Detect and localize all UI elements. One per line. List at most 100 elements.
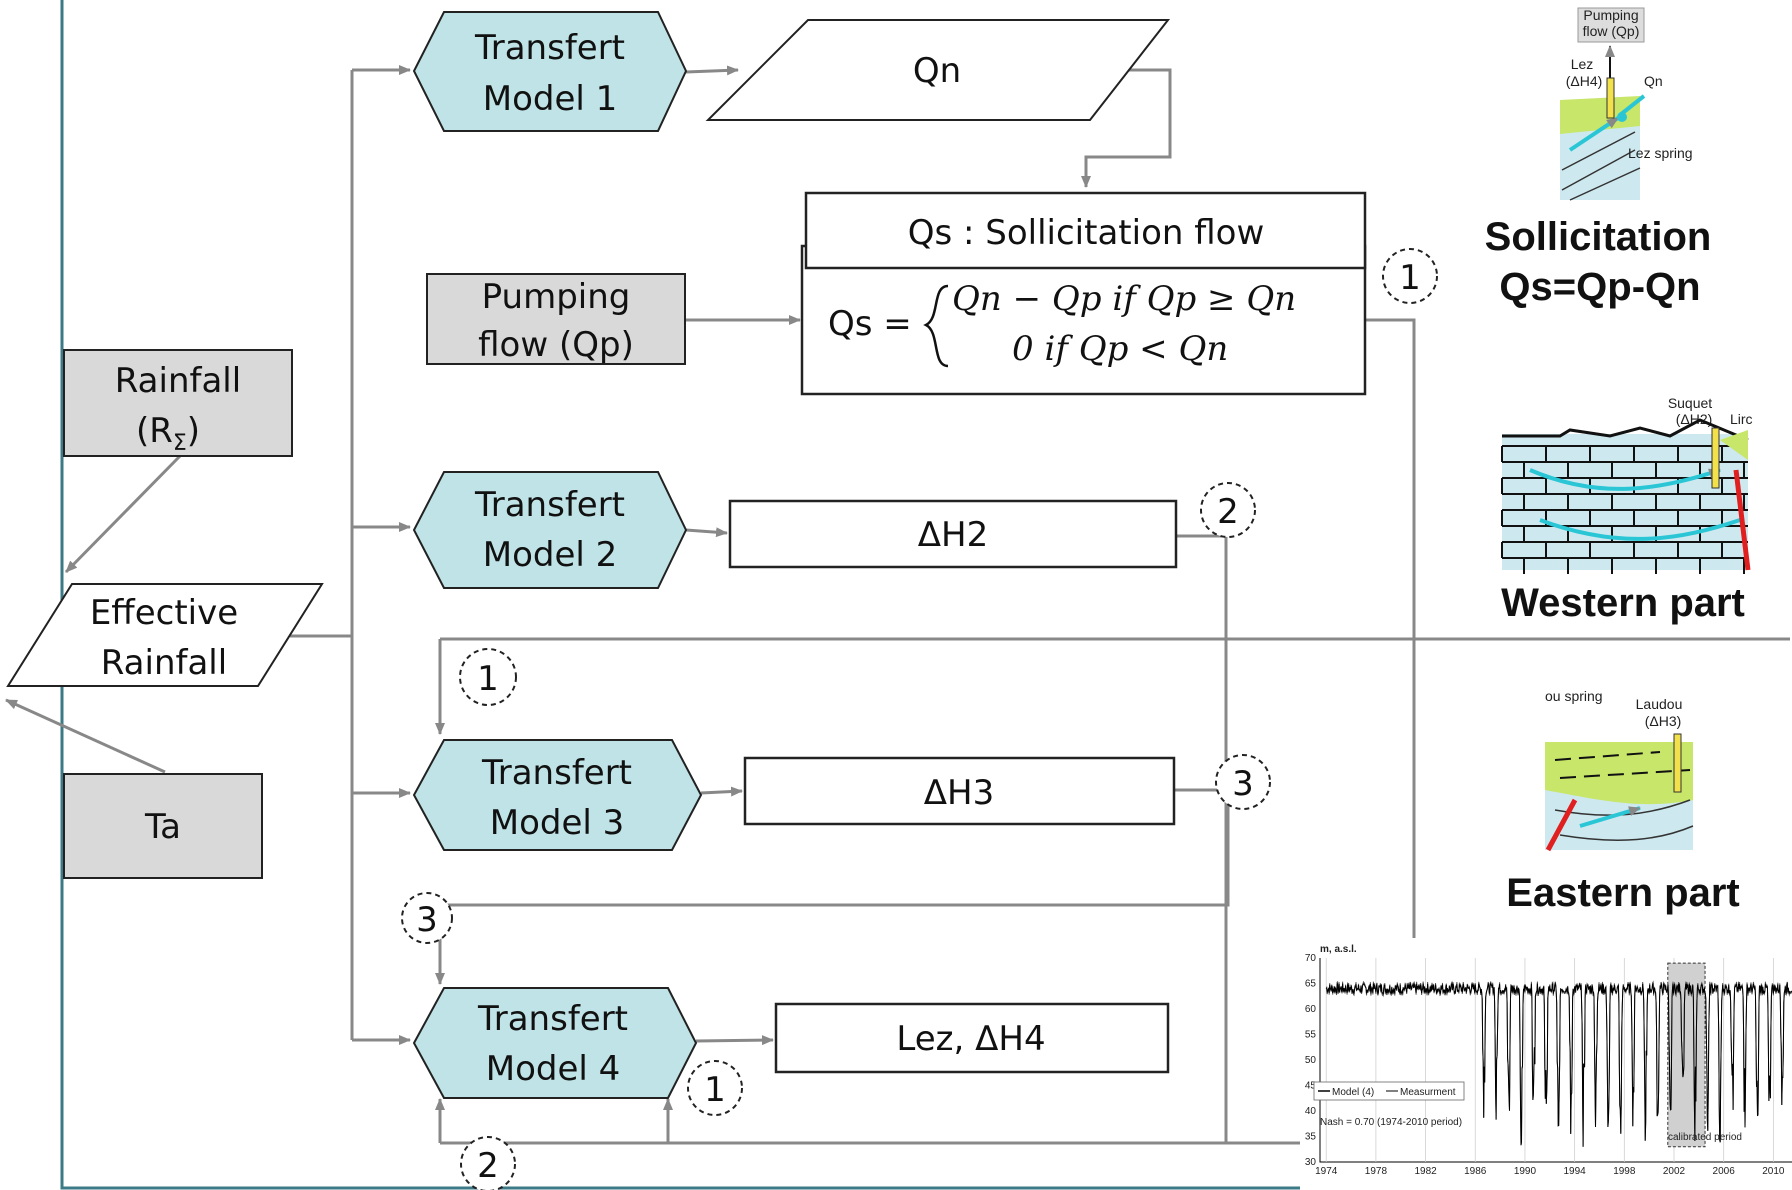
marker-circle: 2 — [1200, 482, 1256, 538]
western-lirou-label: Lirc — [1730, 411, 1753, 427]
sollicitation-dh4-label: (ΔH4) — [1566, 73, 1603, 89]
marker-circle: 1 — [459, 648, 517, 706]
transfert-model-1: Transfert Model 1 — [412, 11, 688, 132]
transfert-model-3-label-2: Model 3 — [490, 803, 625, 843]
outer-frame — [60, 0, 1300, 1190]
svg-text:1: 1 — [477, 659, 499, 699]
marker-circle: 1 — [1382, 248, 1438, 304]
sollicitation-title: Sollicitation — [1485, 215, 1712, 259]
x-tick-label: 2006 — [1713, 1166, 1736, 1177]
connectors — [5, 65, 1790, 1145]
eastern-panel: ou spring Laudou (ΔH3) Eastern part — [1506, 688, 1739, 915]
y-tick-label: 65 — [1305, 979, 1317, 990]
x-tick-label: 1974 — [1315, 1166, 1338, 1177]
x-tick-label: 1994 — [1564, 1166, 1587, 1177]
rainfall-node: Rainfall (RΣ) — [63, 349, 293, 457]
eastern-dh3-label: (ΔH3) — [1645, 713, 1682, 729]
effective-rainfall-node: Effective Rainfall — [6, 583, 324, 687]
transfert-model-2-label-1: Transfert — [474, 485, 625, 525]
transfert-model-4-label-1: Transfert — [477, 999, 628, 1039]
x-tick-label: 2010 — [1762, 1166, 1785, 1177]
transfert-model-1-label-2: Model 1 — [483, 79, 618, 119]
sollicitation-qn-label: Qn — [1644, 73, 1663, 89]
pumping-flow-label-2: flow (Qp) — [478, 325, 634, 365]
x-tick-label: 2002 — [1663, 1166, 1686, 1177]
effective-rainfall-label-1: Effective — [90, 593, 238, 633]
sollicitation-lez-label: Lez — [1571, 56, 1594, 72]
y-tick-label: 55 — [1305, 1030, 1317, 1041]
transfert-model-4: Transfert Model 4 — [412, 987, 698, 1099]
rainfall-label-2: (R — [136, 411, 173, 451]
transfert-model-2-label-2: Model 2 — [483, 535, 618, 575]
transfert-model-3-label-1: Transfert — [481, 753, 632, 793]
svg-text:(RΣ): (RΣ) — [136, 411, 200, 456]
chart-ylabel: m, a.s.l. — [1320, 944, 1357, 955]
x-tick-label: 1986 — [1464, 1166, 1487, 1177]
y-tick-label: 50 — [1305, 1055, 1317, 1066]
pumping-flow-node: Pumping flow (Qp) — [426, 273, 686, 365]
y-tick-label: 40 — [1305, 1106, 1317, 1117]
svg-text:3: 3 — [1232, 764, 1254, 804]
qs-formula-case2: 0 if Qp < Qn — [1012, 329, 1228, 369]
western-suquet-label: Suquet — [1668, 395, 1712, 411]
svg-text:3: 3 — [416, 900, 438, 940]
ta-label: Ta — [144, 807, 181, 847]
qs-node: Qs : Sollicitation flow Qs = Qn − Qp if … — [800, 191, 1367, 396]
rainfall-subscript: Σ — [173, 431, 187, 456]
rainfall-close: ) — [187, 411, 200, 451]
western-title: Western part — [1501, 581, 1745, 625]
sollicitation-flow-label: flow (Qp) — [1583, 23, 1640, 39]
hydrograph-chart: m, a.s.l. 70 65 60 55 50 45 40 35 30 1974 1978 198… — [1300, 938, 1792, 1190]
transfert-model-4-label-2: Model 4 — [486, 1049, 621, 1089]
dh2-label: ΔH2 — [918, 515, 988, 555]
qs-formula-brace — [923, 284, 949, 368]
y-tick-label: 45 — [1305, 1081, 1317, 1092]
sollicitation-spring-label: Lez spring — [1628, 145, 1693, 161]
marker-circle: 2 — [460, 1136, 516, 1190]
sollicitation-pumping-label: Pumping — [1583, 7, 1638, 23]
qs-formula-case1: Qn − Qp if Qp ≥ Qn — [952, 279, 1296, 319]
dh3-label: ΔH3 — [924, 773, 994, 813]
qs-header-label: Qs : Sollicitation flow — [908, 213, 1265, 253]
chart-background — [1300, 938, 1792, 1190]
eastern-spring-label: ou spring — [1545, 688, 1603, 704]
eastern-laudou-label: Laudou — [1636, 696, 1683, 712]
marker-circle: 3 — [401, 892, 453, 944]
lez-dh4-node: Lez, ΔH4 — [774, 1002, 1170, 1074]
lez-dh4-label: Lez, ΔH4 — [896, 1019, 1045, 1059]
eastern-title: Eastern part — [1506, 871, 1739, 915]
chart-nash-annotation: Nash = 0.70 (1974-2010 period) — [1320, 1117, 1462, 1128]
chart-axes — [1319, 958, 1792, 1163]
x-tick-label: 1990 — [1514, 1166, 1537, 1177]
y-tick-label: 30 — [1305, 1157, 1317, 1168]
qs-formula-lhs: Qs = — [828, 304, 912, 344]
dh2-node: ΔH2 — [728, 499, 1178, 569]
chart-calibrated-annotation: calibrated period — [1668, 1132, 1742, 1143]
chart-legend: Model (4) Measurment — [1313, 1081, 1465, 1101]
svg-text:1: 1 — [1399, 258, 1421, 298]
x-tick-label: 1978 — [1365, 1166, 1388, 1177]
marker-circle: 3 — [1215, 754, 1271, 810]
qn-label: Qn — [913, 51, 961, 91]
svg-text:1: 1 — [704, 1070, 726, 1110]
pumping-flow-label-1: Pumping — [482, 277, 631, 317]
dh3-node: ΔH3 — [743, 756, 1176, 826]
effective-rainfall-label-2: Rainfall — [101, 643, 227, 683]
transfert-model-2: Transfert Model 2 — [412, 471, 688, 589]
qn-node: Qn — [705, 19, 1171, 121]
rainfall-label-1: Rainfall — [115, 361, 241, 401]
sollicitation-panel: Pumping flow (Qp) Lez (ΔH4) Qn Lez sprin… — [1485, 7, 1712, 309]
sollicitation-formula-title: Qs=Qp-Qn — [1499, 265, 1700, 309]
y-tick-label: 70 — [1305, 953, 1317, 964]
y-tick-label: 35 — [1305, 1132, 1317, 1143]
legend-measurment: Measurment — [1400, 1087, 1456, 1098]
western-panel: Suquet (ΔH2) Lirc Western part — [1501, 395, 1753, 625]
chart-yticks: 70 65 60 55 50 45 40 35 30 — [1305, 953, 1317, 1168]
y-tick-label: 60 — [1305, 1004, 1317, 1015]
ta-node: Ta — [63, 773, 263, 879]
x-tick-label: 1982 — [1414, 1166, 1437, 1177]
chart-series-model — [1325, 981, 1792, 1147]
